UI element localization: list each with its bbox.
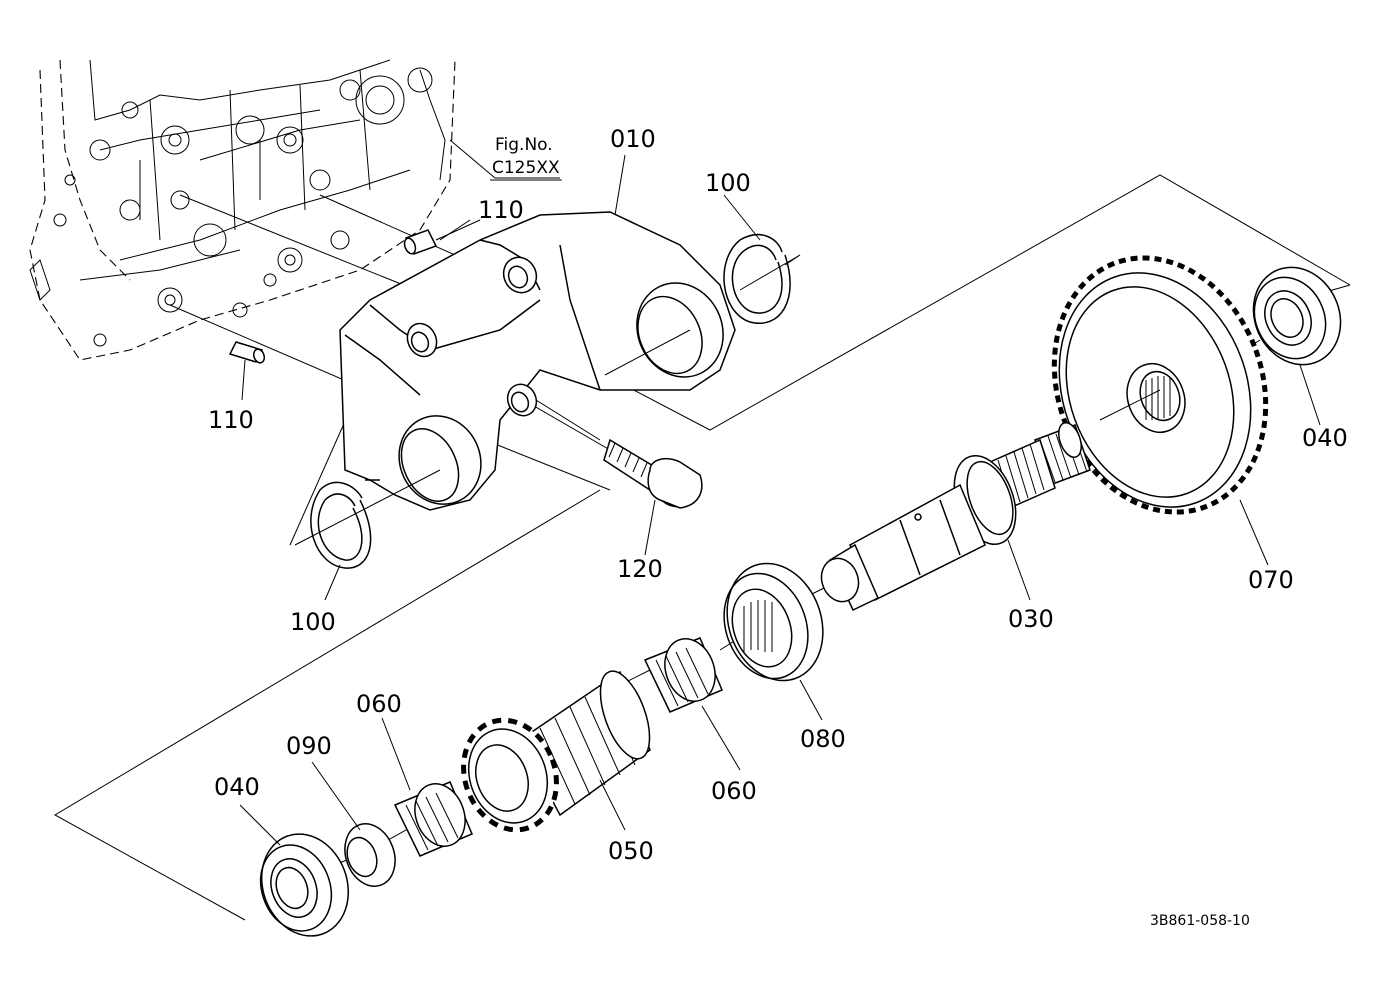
part-090-washer	[344, 823, 396, 887]
fig-ref-line2: C125XX	[492, 158, 560, 178]
callout-030: 030	[1008, 605, 1054, 633]
callout-060-left: 060	[356, 690, 402, 718]
callout-110-top: 110	[478, 196, 524, 224]
part-100-snap-ring-bottom	[310, 481, 372, 569]
callout-100-top: 100	[705, 169, 751, 197]
part-010-bracket	[294, 211, 736, 546]
callout-120: 120	[617, 555, 663, 583]
part-100-snap-ring-top	[723, 234, 801, 325]
callout-080: 080	[800, 725, 846, 753]
callout-010: 010	[610, 125, 656, 153]
callout-090: 090	[286, 732, 332, 760]
callout-040-left: 040	[214, 773, 260, 801]
callout-110-bottom: 110	[208, 406, 254, 434]
drawing-code: 3B861-058-10	[1150, 913, 1250, 929]
part-110-pin-top	[403, 219, 481, 255]
callout-100-bottom: 100	[290, 608, 336, 636]
part-080-collar	[723, 562, 824, 682]
part-060-needle-bearing-right	[643, 637, 723, 713]
part-050-pinion-gear	[461, 670, 651, 833]
callout-040-right: 040	[1302, 424, 1348, 452]
part-060-needle-bearing-left	[393, 781, 473, 857]
callout-050: 050	[608, 837, 654, 865]
part-040-bearing-left	[259, 833, 350, 937]
part-110-pin-bottom	[228, 341, 266, 364]
part-040-bearing-right	[1252, 266, 1342, 366]
leader-lines	[239, 139, 1321, 846]
part-120-bolt	[603, 438, 703, 509]
part-070-gear	[1051, 255, 1269, 515]
fig-ref-line1: Fig.No.	[495, 135, 553, 155]
part-030-shaft	[820, 421, 1091, 612]
callout-060-right: 060	[711, 777, 757, 805]
transmission-housing	[29, 59, 456, 361]
callout-070: 070	[1248, 566, 1294, 594]
